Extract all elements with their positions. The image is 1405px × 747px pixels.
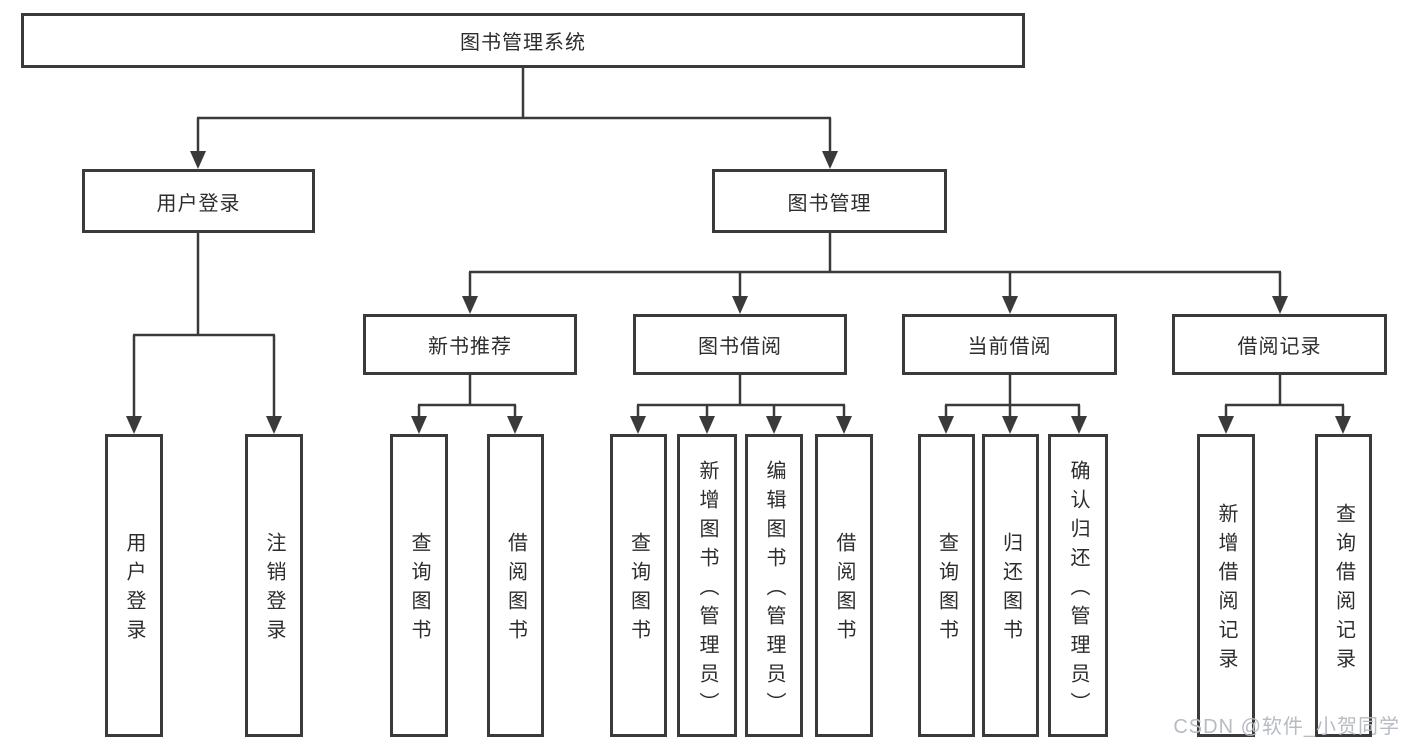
leaf-borrow-books-recommend: 借阅图书 xyxy=(487,434,544,737)
node-book-management-label: 图书管理 xyxy=(787,192,872,215)
leaf-borrow-books-recommend-label: 借阅图书 xyxy=(504,532,527,648)
leaf-query-borrow-record: 查询借阅记录 xyxy=(1315,434,1372,737)
leaf-query-books-borrow: 查询图书 xyxy=(610,434,667,737)
leaf-user-login-label: 用户登录 xyxy=(123,532,145,648)
leaf-confirm-return-admin-label: 确认归还（管理员） xyxy=(1067,459,1089,721)
leaf-return-books-label: 归还图书 xyxy=(999,532,1022,648)
node-book-borrow-label: 图书借阅 xyxy=(698,336,782,358)
leaf-borrow-books: 借阅图书 xyxy=(815,434,873,737)
leaf-query-books-current: 查询图书 xyxy=(918,434,975,737)
leaf-edit-books-admin-label: 编辑图书（管理员） xyxy=(763,459,785,721)
node-new-book-recommend: 新书推荐 xyxy=(363,314,577,375)
node-current-borrow: 当前借阅 xyxy=(902,314,1117,375)
node-new-book-recommend-label: 新书推荐 xyxy=(428,336,512,358)
node-root-system: 图书管理系统 xyxy=(21,13,1025,68)
leaf-user-login: 用户登录 xyxy=(105,434,163,737)
leaf-logout: 注销登录 xyxy=(245,434,303,737)
leaf-logout-label: 注销登录 xyxy=(263,532,285,648)
leaf-return-books: 归还图书 xyxy=(982,434,1039,737)
arrowheads xyxy=(126,151,1351,434)
leaf-confirm-return-admin: 确认归还（管理员） xyxy=(1048,434,1108,737)
node-borrow-records: 借阅记录 xyxy=(1172,314,1387,375)
node-user-login-label: 用户登录 xyxy=(156,192,241,215)
node-user-login: 用户登录 xyxy=(82,169,315,233)
node-root-system-label: 图书管理系统 xyxy=(460,32,586,54)
leaf-add-borrow-record-label: 新增借阅记录 xyxy=(1215,503,1237,677)
leaf-query-books-borrow-label: 查询图书 xyxy=(627,532,650,648)
leaf-query-borrow-record-label: 查询借阅记录 xyxy=(1332,503,1355,677)
leaf-add-books-admin: 新增图书（管理员） xyxy=(677,434,737,737)
leaf-borrow-books-label: 借阅图书 xyxy=(833,532,855,648)
node-book-borrow: 图书借阅 xyxy=(633,314,847,375)
leaf-query-books-current-label: 查询图书 xyxy=(935,532,958,648)
node-book-management: 图书管理 xyxy=(712,169,947,233)
node-borrow-records-label: 借阅记录 xyxy=(1237,336,1322,358)
node-current-borrow-label: 当前借阅 xyxy=(967,336,1052,358)
leaf-edit-books-admin: 编辑图书（管理员） xyxy=(745,434,803,737)
leaf-add-borrow-record: 新增借阅记录 xyxy=(1197,434,1255,737)
leaf-query-books-recommend-label: 查询图书 xyxy=(408,532,430,648)
leaf-add-books-admin-label: 新增图书（管理员） xyxy=(696,459,718,721)
leaf-query-books-recommend: 查询图书 xyxy=(390,434,448,737)
